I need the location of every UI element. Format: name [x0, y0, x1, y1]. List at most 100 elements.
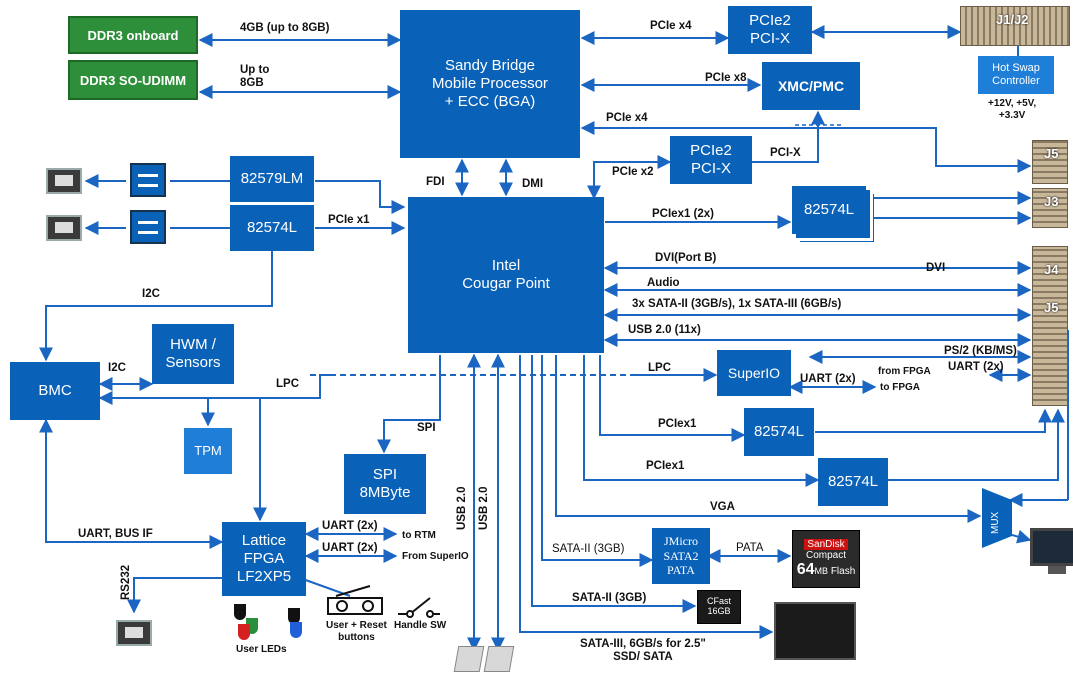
label-sata-mix: 3x SATA-II (3GB/s), 1x SATA-III (6GB/s): [632, 298, 842, 310]
label-pcie-x4-mid: PCIe x4: [606, 112, 648, 124]
nic-82574l-left-block: 82574L: [230, 205, 314, 251]
cf-size: 64: [796, 561, 815, 579]
label-vga: VGA: [710, 501, 735, 513]
wire-spi: [377, 355, 441, 454]
monitor-stand-icon: [1048, 566, 1066, 574]
wire-pcie2-xmc: [752, 110, 825, 163]
label-uart-rtm: UART (2x): [322, 520, 378, 532]
magnetics-icon: [130, 163, 166, 197]
label-buttons: User + Reset buttons: [326, 620, 387, 643]
pch-block: Intel Cougar Point: [408, 197, 604, 353]
led-icon: [238, 624, 250, 640]
label-usb20-b: USB 2.0: [478, 486, 490, 530]
led-icon: [288, 608, 300, 624]
label-mem-sodimm: Up to 8GB: [240, 64, 270, 90]
wire-pch-nic-low1: [599, 355, 746, 442]
cfast-size: 16GB: [707, 606, 731, 616]
power-rails-label: +12V, +5V, +3.3V: [988, 98, 1037, 121]
spi-flash-block: SPI 8MByte: [344, 454, 426, 514]
ddr3-onboard-module: DDR3 onboard: [68, 16, 198, 54]
wire-pch-nic-low2: [583, 355, 820, 487]
label-pcix-right: PCI-X: [770, 147, 801, 159]
magnetics-icon: [130, 210, 166, 244]
label-uart-bus: UART, BUS IF: [78, 528, 153, 540]
ssd-drive: [774, 602, 856, 660]
wire-vga: [555, 355, 982, 523]
j1-j2-connector: [960, 6, 1070, 46]
label-pcie-x4-top: PCIe x4: [650, 20, 692, 32]
cfast-name: CFast: [706, 596, 731, 607]
j5-top-label: J5: [1044, 146, 1059, 161]
label-dvi: DVI: [926, 262, 946, 274]
j3-connector: [1032, 188, 1068, 228]
wire-lpc-bmc: [98, 374, 330, 405]
mux-block: [982, 488, 1012, 548]
usb-port-icon: [453, 646, 485, 672]
label-ps2: PS/2 (KB/MS): [944, 345, 1017, 357]
label-i2c-hwm: I2C: [108, 362, 126, 374]
wire-sata-jm: [541, 355, 654, 567]
label-audio: Audio: [647, 277, 680, 289]
nic-82579lm-block: 82579LM: [230, 156, 314, 202]
label-from-sio: From SuperIO: [402, 551, 469, 562]
led-icon: [290, 622, 302, 638]
hwm-sensors-block: HWM / Sensors: [152, 324, 234, 384]
label-rs232: RS232: [120, 564, 132, 600]
label-dmi: DMI: [522, 178, 544, 190]
label-sata2-cf: SATA-II (3GB): [572, 592, 647, 604]
wire-nic2-j5: [888, 408, 1065, 481]
handle-switch-icon: [398, 597, 440, 618]
label-dvi-port: DVI(Port B): [655, 252, 717, 264]
cf-unit: MB: [814, 566, 829, 577]
wire-sata-cf: [531, 355, 697, 613]
j3-label: J3: [1044, 194, 1059, 209]
label-handle-sw: Handle SW: [394, 620, 447, 631]
ddr3-sodimm-module: DDR3 SO-UDIMM: [68, 60, 198, 100]
label-user-leds: User LEDs: [236, 644, 287, 655]
label-uart-sio: UART (2x): [800, 373, 856, 385]
tpm-block: TPM: [184, 428, 232, 474]
rs232-jack-icon: [116, 620, 152, 646]
j4-label: J4: [1044, 262, 1059, 277]
label-pcie-x1: PCIe x1: [328, 214, 370, 226]
j5-top-connector: [1032, 140, 1068, 184]
label-pcie-x2: PCIe x2: [612, 166, 654, 178]
ethernet-jack-icon: [46, 215, 82, 241]
hot-swap-controller: Hot Swap Controller: [978, 56, 1054, 94]
label-pciex1-a: PCIex1: [658, 418, 697, 430]
label-usb20-a: USB 2.0: [456, 486, 468, 530]
label-usb-11x: USB 2.0 (11x): [628, 324, 701, 336]
nic-82574l-low1-block: 82574L: [744, 408, 814, 456]
label-sata2-jm: SATA-II (3GB): [552, 543, 625, 555]
cf-flash: Flash: [830, 566, 856, 578]
label-pciex1-2x: PCIex1 (2x): [652, 208, 715, 220]
label-uart-sio-fpga: UART (2x): [322, 542, 378, 554]
j1-j2-label: J1/J2: [996, 12, 1029, 27]
cpu-block: Sandy Bridge Mobile Processor + ECC (BGA…: [400, 10, 580, 158]
label-spi: SPI: [417, 422, 436, 434]
fpga-block: Lattice FPGA LF2XP5: [222, 522, 306, 596]
push-button-icon: [327, 585, 383, 615]
ethernet-jack-icon: [46, 168, 82, 194]
wire-uart-bus: [39, 418, 224, 549]
label-i2c-left: I2C: [142, 288, 160, 300]
wire-i2c-bmc: [39, 250, 273, 362]
pcie2-pcix-top-block: PCIe2 PCI-X: [728, 6, 812, 54]
cf-brand: SanDisk: [804, 539, 848, 551]
label-uart-right: UART (2x): [948, 361, 1004, 373]
label-to-rtm: to RTM: [402, 530, 436, 541]
wire-82579-pch: [315, 180, 406, 214]
label-from-fpga: from FPGA: [878, 366, 931, 377]
label-mem-onboard: 4GB (up to 8GB): [240, 22, 330, 34]
label-to-fpga: to FPGA: [880, 382, 920, 393]
usb-port-icon: [483, 646, 515, 672]
led-icon: [234, 604, 246, 620]
label-pcie-x8: PCIe x8: [705, 72, 747, 84]
wire-fpga-buttons: [299, 577, 351, 597]
label-lpc-left: LPC: [276, 378, 299, 390]
label-pata: PATA: [736, 542, 764, 554]
wire-cpu-j5: [580, 121, 1032, 173]
